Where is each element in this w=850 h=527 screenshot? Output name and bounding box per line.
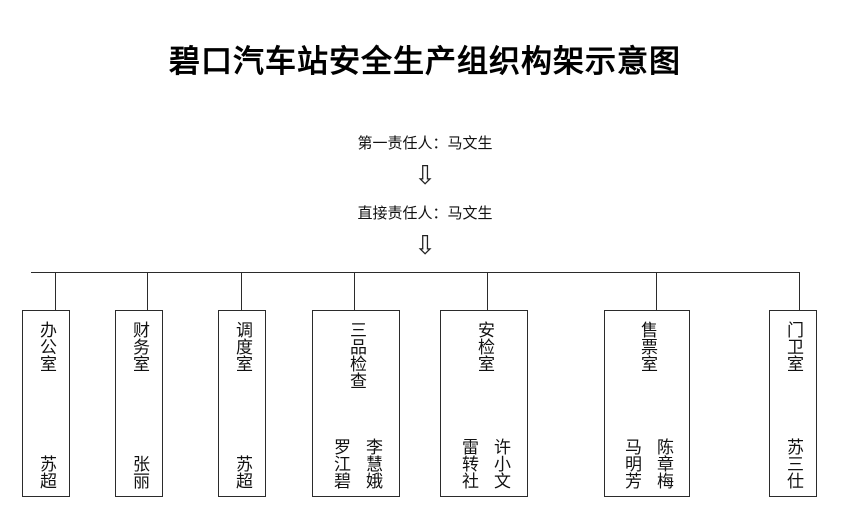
person-name: 苏三仕 xyxy=(783,438,804,489)
connector-drop-line xyxy=(354,272,355,311)
person-name: 苏超 xyxy=(36,455,57,489)
person-name: 马明芳 xyxy=(621,438,641,489)
person-name: 雷转社 xyxy=(458,438,478,489)
department-box[interactable]: 三品检查李慧娥罗江碧 xyxy=(312,310,400,497)
department-box[interactable]: 门卫室苏三仕 xyxy=(769,310,817,497)
person-name: 苏超 xyxy=(232,455,253,489)
department-name: 调度室 xyxy=(232,321,253,372)
department-box[interactable]: 办公室苏超 xyxy=(22,310,70,497)
connector-drop-line xyxy=(55,272,56,311)
department-box[interactable]: 安检室许小文雷转社 xyxy=(440,310,528,497)
person-name: 李慧娥 xyxy=(362,438,383,489)
department-name: 办公室 xyxy=(36,321,57,372)
department-people: 苏超 xyxy=(232,455,252,489)
person-name: 陈章梅 xyxy=(653,438,674,489)
department-people: 苏三仕 xyxy=(783,438,803,489)
first-responsible-person-label: 第一责任人：马文生 xyxy=(357,134,493,152)
department-name: 三品检查 xyxy=(346,321,367,389)
department-name: 财务室 xyxy=(129,321,150,372)
department-box[interactable]: 调度室苏超 xyxy=(218,310,266,497)
department-people: 苏超 xyxy=(36,455,56,489)
connector-drop-line xyxy=(487,272,488,311)
person-name: 张丽 xyxy=(129,455,150,489)
department-people: 许小文雷转社 xyxy=(458,438,510,489)
department-name: 门卫室 xyxy=(783,321,804,372)
arrow-down-icon: ⇩ xyxy=(414,161,436,191)
department-name: 售票室 xyxy=(637,321,658,372)
direct-responsible-person-label: 直接责任人：马文生 xyxy=(357,204,493,222)
department-box[interactable]: 售票室陈章梅马明芳 xyxy=(604,310,690,497)
connector-horizontal-bus xyxy=(31,272,800,273)
department-box[interactable]: 财务室张丽 xyxy=(115,310,163,497)
department-people: 李慧娥罗江碧 xyxy=(330,438,382,489)
page-title: 碧口汽车站安全生产组织构架示意图 xyxy=(169,44,681,80)
connector-drop-line xyxy=(799,272,800,311)
connector-drop-line xyxy=(656,272,657,311)
person-name: 许小文 xyxy=(490,438,511,489)
arrow-down-icon: ⇩ xyxy=(414,231,436,261)
department-people: 陈章梅马明芳 xyxy=(621,438,673,489)
person-name: 罗江碧 xyxy=(330,438,350,489)
department-people: 张丽 xyxy=(129,455,149,489)
department-name: 安检室 xyxy=(474,321,495,372)
connector-drop-line xyxy=(147,272,148,311)
connector-drop-line xyxy=(241,272,242,311)
